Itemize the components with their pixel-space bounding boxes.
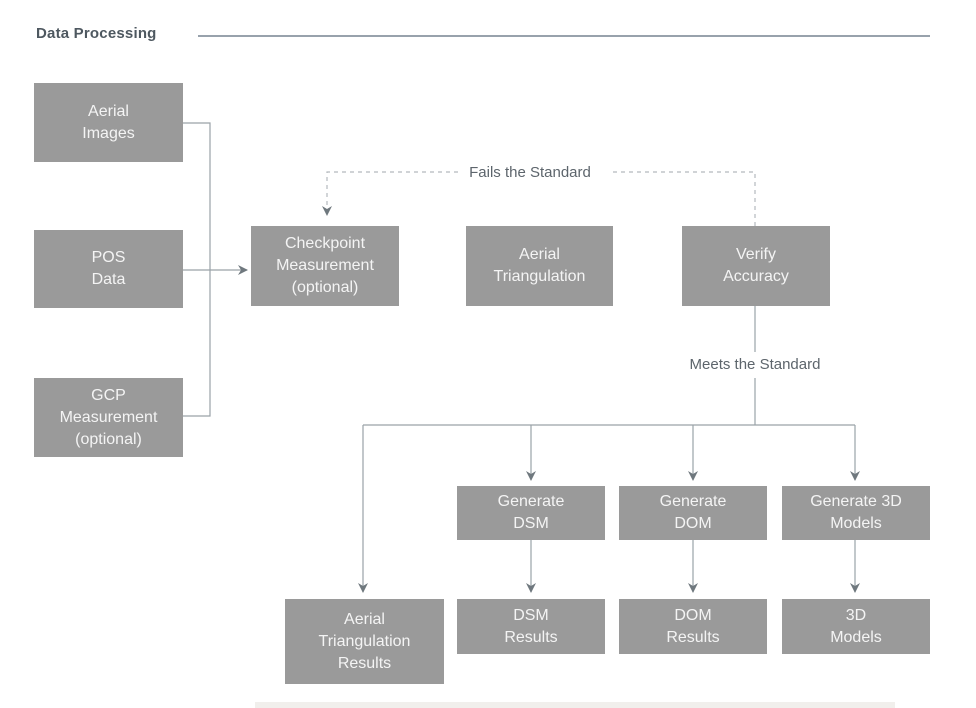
node-generate-dom: Generate DOM: [619, 486, 767, 540]
node-verify-accuracy: Verify Accuracy: [682, 226, 830, 306]
node-dsm-results: DSM Results: [457, 599, 605, 654]
node-checkpoint-measurement: Checkpoint Measurement (optional): [251, 226, 399, 306]
node-3d-models: 3D Models: [782, 599, 930, 654]
node-aerial-triangulation: Aerial Triangulation: [466, 226, 613, 306]
node-aerial-images: Aerial Images: [34, 83, 183, 162]
edge-label-fails-standard: Fails the Standard: [462, 164, 598, 181]
title-rule: [198, 35, 930, 37]
edge-label-meets-standard: Meets the Standard: [683, 356, 827, 373]
node-pos-data: POS Data: [34, 230, 183, 308]
connector-fails-dashed-left-arrow: [322, 171, 458, 216]
node-gcp-measurement: GCP Measurement (optional): [34, 378, 183, 457]
page-title: Data Processing: [36, 25, 157, 42]
node-dom-results: DOM Results: [619, 599, 767, 654]
node-generate-dsm: Generate DSM: [457, 486, 605, 540]
node-generate-3d-models: Generate 3D Models: [782, 486, 930, 540]
connector-fails-dashed-right: [610, 171, 756, 226]
node-aerial-triangulation-results: Aerial Triangulation Results: [285, 599, 444, 684]
bottom-edge-strip: [255, 702, 895, 708]
